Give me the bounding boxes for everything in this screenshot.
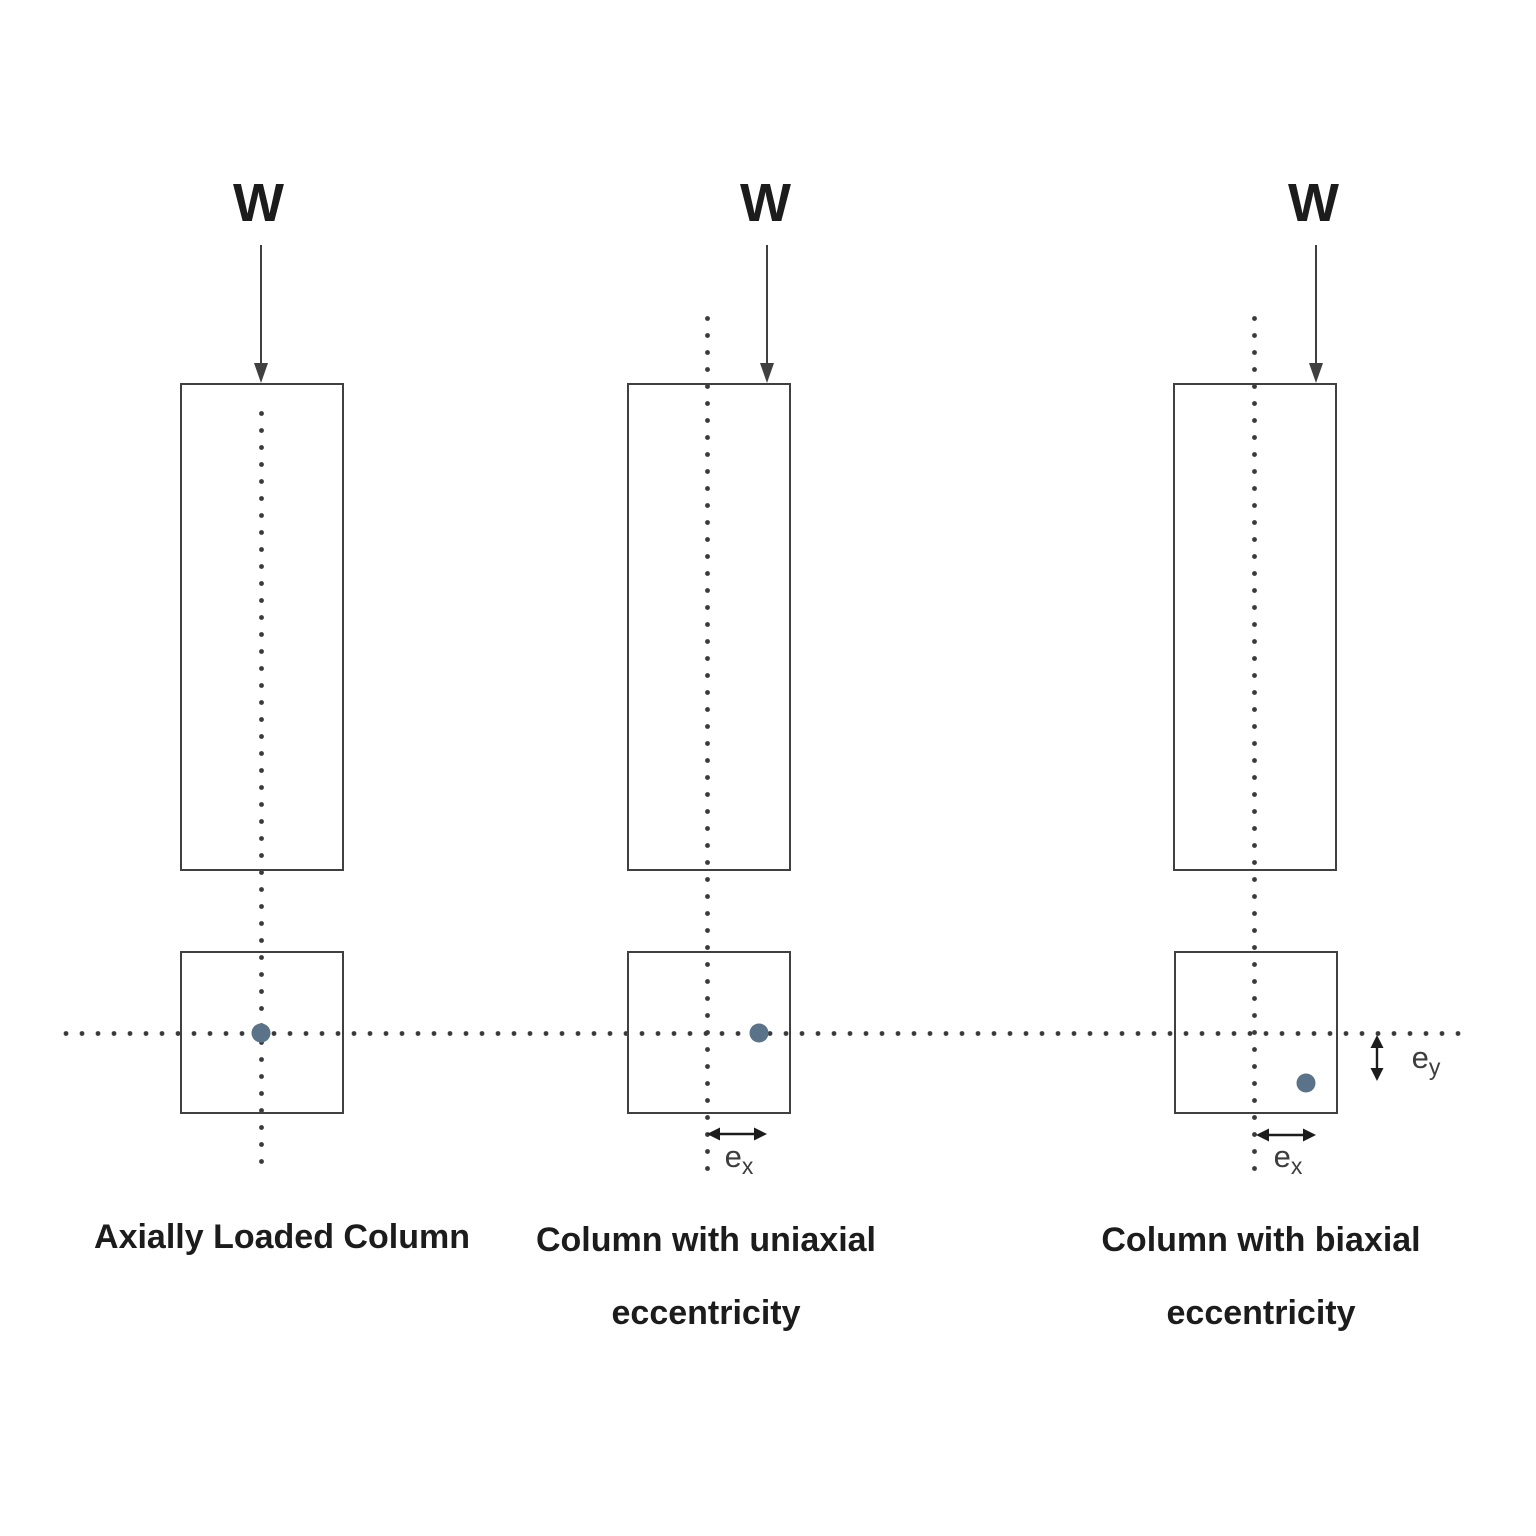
column-centerline-dotted [1251,310,1257,1175]
ex-dimension-label: ex [724,1139,754,1179]
load-arrow-icon [254,245,268,383]
column-cross-section-square [180,951,344,1114]
figure-caption-line1: Column with biaxial [1101,1221,1421,1259]
ey-dimension-label: ey [1411,1040,1441,1080]
column-elevation-rect [1173,383,1337,871]
figure-caption-line2: eccentricity [611,1294,801,1332]
load-arrow-icon [760,245,774,383]
load-label: W [740,173,792,233]
column-cross-section-square [1174,951,1338,1114]
figure-caption: Axially Loaded Column [94,1218,470,1256]
column-centerline-dotted [704,310,710,1175]
column-cross-section-square [627,951,791,1114]
ex-dimension-label: ex [1273,1139,1303,1179]
load-point-dot [1296,1073,1316,1093]
column-elevation-rect [180,383,344,871]
ey-dimension-arrow-icon [1370,1035,1384,1081]
figure-caption-line1: Column with uniaxial [535,1221,877,1259]
column-elevation-rect [627,383,791,871]
load-label: W [233,173,285,233]
ex-dimension-arrow-icon [1256,1128,1316,1142]
load-point-dot [749,1023,769,1043]
load-label: W [1288,173,1340,233]
column-centerline-dotted [258,405,264,1175]
ex-dimension-arrow-icon [707,1127,767,1141]
load-arrow-icon [1309,245,1323,383]
figure-caption-line2: eccentricity [1166,1294,1356,1332]
load-point-dot [251,1023,271,1043]
